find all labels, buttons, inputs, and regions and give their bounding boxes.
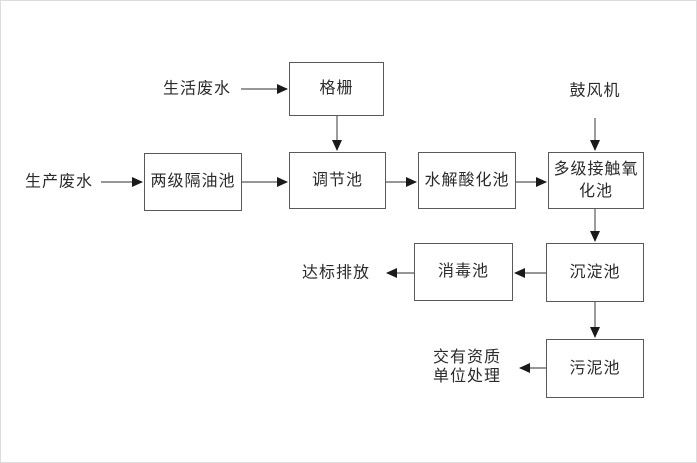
node-two-stage-oil-separator: 两级隔油池 (144, 153, 242, 211)
label-qualified-unit-disposal: 交有资质 单位处理 (433, 348, 501, 386)
node-hydrolysis-acidification-tank: 水解酸化池 (418, 152, 516, 209)
node-multi-stage-contact-oxidation-tank-label: 多级接触氧化池 (553, 160, 639, 200)
node-sedimentation-tank-label: 沉淀池 (569, 263, 621, 281)
node-regulating-tank: 调节池 (289, 152, 386, 209)
node-two-stage-oil-separator-label: 两级隔油池 (150, 173, 236, 191)
node-sludge-tank-label: 污泥池 (569, 359, 621, 377)
label-standard-discharge: 达标排放 (301, 264, 371, 282)
node-sedimentation-tank: 沉淀池 (546, 243, 644, 302)
node-disinfection-tank-label: 消毒池 (437, 263, 489, 281)
label-qualified-unit-line1: 交有资质 (432, 349, 502, 366)
node-hydrolysis-acidification-tank-label: 水解酸化池 (424, 171, 510, 189)
label-production-wastewater: 生产废水 (24, 173, 94, 191)
node-multi-stage-contact-oxidation-tank: 多级接触氧化池 (548, 152, 644, 209)
label-qualified-unit-line2: 单位处理 (432, 368, 502, 385)
label-domestic-wastewater: 生活废水 (162, 80, 232, 98)
node-regulating-tank-label: 调节池 (311, 171, 363, 189)
node-sludge-tank: 污泥池 (546, 339, 644, 398)
label-blower: 鼓风机 (569, 82, 621, 100)
node-disinfection-tank: 消毒池 (414, 243, 513, 301)
node-grating: 格栅 (289, 62, 384, 116)
node-grating-label: 格栅 (319, 80, 354, 98)
